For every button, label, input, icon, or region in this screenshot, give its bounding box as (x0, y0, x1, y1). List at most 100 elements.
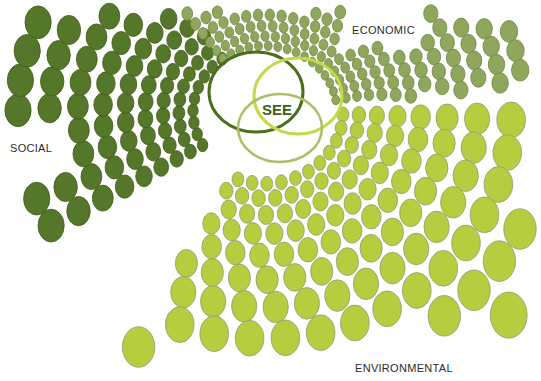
fan-dot (332, 95, 340, 105)
fan-dot (279, 22, 288, 33)
fan-dot (81, 164, 102, 190)
fan-dot (292, 48, 300, 58)
fan-dot (261, 31, 269, 41)
fan-dot (403, 76, 415, 91)
fan-dot (244, 223, 261, 245)
fan-dot (25, 6, 51, 39)
fan-dot (314, 156, 326, 171)
fan-dot (484, 167, 513, 203)
fan-dot (451, 65, 465, 83)
fan-dot (497, 102, 526, 138)
fan-dot (371, 162, 388, 184)
fan-dot (389, 106, 406, 128)
fan-dot (289, 13, 298, 25)
fan-dot (124, 13, 143, 36)
fan-dot (47, 41, 70, 70)
fan-dot (105, 156, 124, 179)
fan-dot (323, 145, 335, 160)
fan-dot (54, 172, 77, 201)
fan-dot (157, 108, 170, 124)
fan-dot (232, 172, 244, 187)
fan-dot (97, 72, 116, 95)
fan-dot (500, 21, 517, 43)
fan-dot (221, 200, 236, 219)
fan-dot (57, 15, 80, 44)
fan-dot (157, 92, 170, 108)
fan-dot (192, 128, 202, 141)
fan-dot (405, 89, 417, 104)
fan-dot (504, 209, 536, 250)
fan-dot (287, 220, 304, 242)
fan-dot (360, 234, 382, 262)
fan-dot (117, 93, 134, 114)
fan-dot (230, 13, 239, 25)
fan-dot (235, 187, 248, 204)
fan-dot (291, 36, 299, 46)
fan-dot (235, 24, 244, 35)
fan-dot (309, 45, 317, 55)
fan-dot (271, 320, 300, 356)
fan-dot (98, 135, 117, 158)
fan-dot (274, 42, 282, 52)
fan-dot (377, 88, 387, 101)
fan-dot (232, 291, 257, 323)
fan-dot (311, 21, 320, 33)
fan-dot (400, 199, 422, 227)
fan-dot (223, 219, 240, 241)
fan-dot (67, 197, 90, 226)
fan-dot (219, 17, 228, 29)
fan-dot (330, 33, 339, 45)
fan-dot (5, 94, 31, 127)
fan-dot (68, 117, 89, 143)
fan-dot (158, 123, 171, 139)
fan-dot (201, 11, 211, 24)
fan-dot (381, 218, 403, 246)
fan-dot (311, 258, 333, 286)
fan-dot (271, 32, 279, 42)
fan-dot (263, 291, 288, 323)
fan-dot (76, 46, 97, 72)
fan-dot (301, 181, 314, 198)
fan-dot (470, 197, 499, 233)
fan-dot (199, 70, 209, 83)
fan-dot (212, 45, 220, 55)
fan-dot (446, 49, 460, 67)
fan-dot (454, 81, 468, 99)
fan-dot (103, 51, 122, 74)
fan-dot (178, 132, 190, 147)
fan-dot (319, 39, 328, 50)
fan-dot (290, 171, 302, 186)
fan-dot (374, 77, 384, 90)
fan-dot (403, 273, 432, 309)
fan-dot (257, 20, 266, 31)
fan-dot (337, 150, 350, 167)
fan-dot (274, 242, 294, 266)
fan-dot (190, 18, 200, 31)
fan-dot (321, 230, 341, 254)
fan-dot (341, 305, 370, 341)
fan-dot (212, 6, 222, 19)
fan-dot (166, 307, 195, 343)
fan-dot (163, 137, 176, 153)
fan-dot (73, 141, 94, 167)
fan-dot (94, 93, 113, 116)
fan-dot (492, 73, 508, 93)
fan-dot (335, 5, 346, 19)
fan-dot (174, 92, 186, 107)
fan-dot (203, 213, 220, 235)
fan-dot (258, 206, 273, 225)
fan-dot (265, 9, 274, 21)
fan-dot (167, 31, 182, 49)
fan-dot (202, 235, 222, 259)
fan-dot (384, 64, 395, 78)
fan-dot (175, 249, 197, 277)
fan-dot (166, 63, 179, 79)
fan-dot (378, 188, 398, 212)
fan-dot (392, 169, 412, 193)
fan-dot (471, 68, 486, 87)
fan-dot (380, 252, 405, 284)
fan-dot (266, 223, 283, 245)
fan-dot (156, 45, 171, 63)
fan-dot (427, 48, 440, 65)
